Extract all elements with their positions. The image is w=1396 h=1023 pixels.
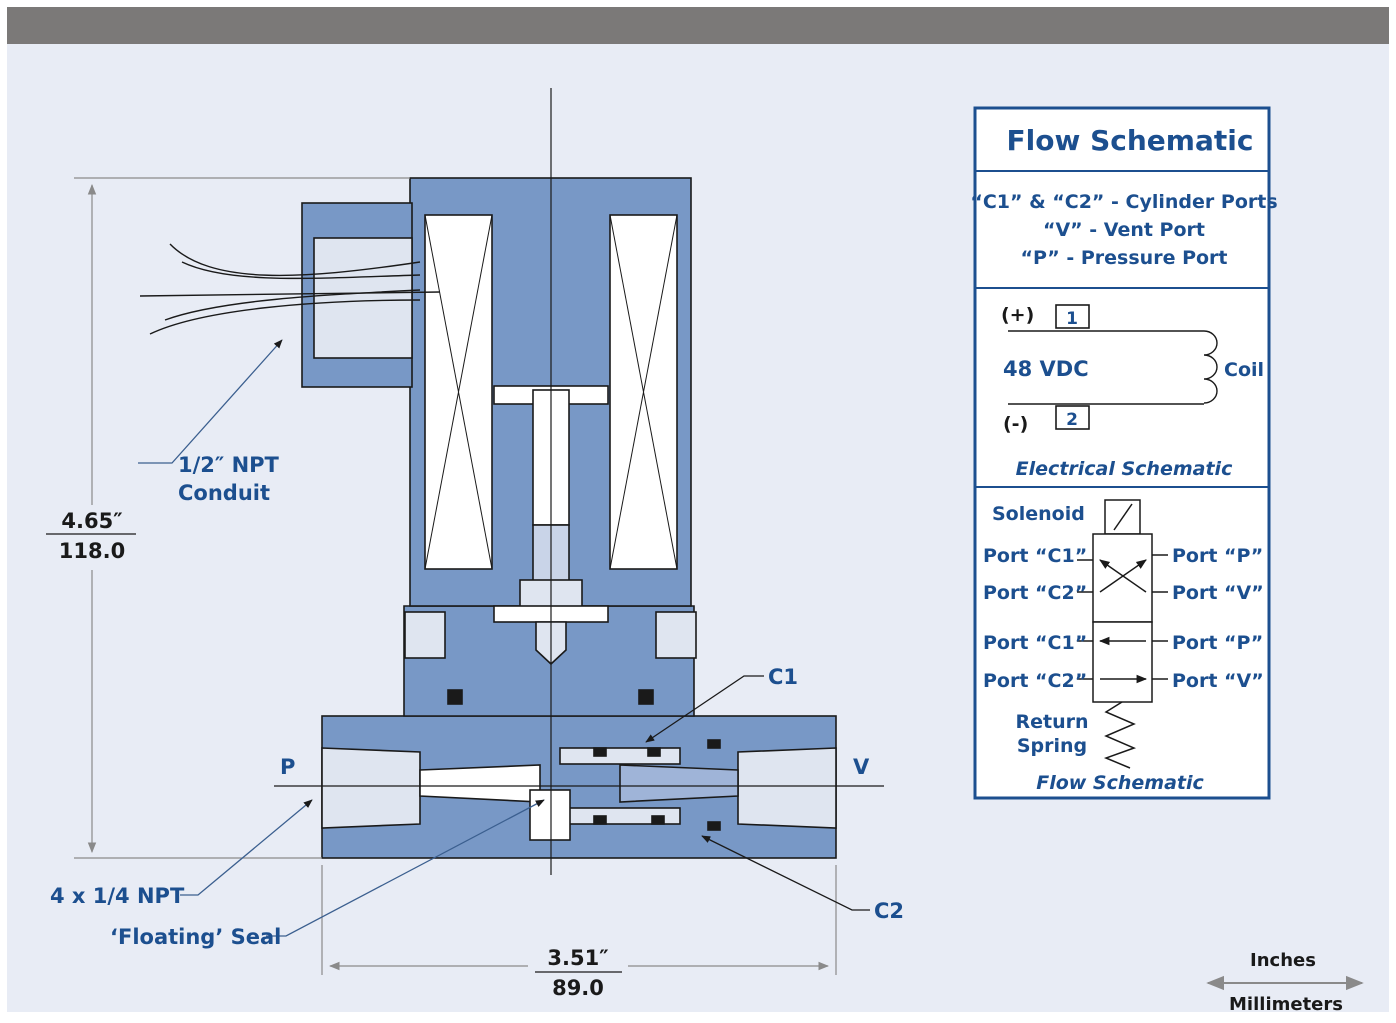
port-p-label: P <box>280 755 295 779</box>
electrical-schematic-caption: Electrical Schematic <box>1016 458 1233 480</box>
solenoid-label: Solenoid <box>992 503 1085 525</box>
energized-position-block <box>1092 533 1153 623</box>
valve-flow-symbol <box>1077 499 1168 769</box>
flow-port-v-energized: Port “V” <box>1172 582 1264 604</box>
legend-cylinder-ports: “C1” & “C2” - Cylinder Ports <box>970 191 1277 213</box>
flow-port-c1-energized: Port “C1” <box>983 545 1087 567</box>
units-inches-label: Inches <box>1250 950 1316 971</box>
height-dimension-mm: 118.0 <box>59 539 125 563</box>
c2-label: C2 <box>874 899 904 923</box>
flow-port-p-energized: Port “P” <box>1172 545 1263 567</box>
lead-wires <box>139 243 441 335</box>
terminal-2: 2 <box>1066 410 1078 430</box>
flow-schematic-box: Flow Schematic “C1” & “C2” - Cylinder Po… <box>970 106 1278 800</box>
units-key: Inches Millimeters <box>1206 950 1364 1015</box>
legend-pressure-port: “P” - Pressure Port <box>1021 247 1228 269</box>
return-spring-label-line2: Spring <box>1017 735 1087 757</box>
port-v-label: V <box>853 755 870 779</box>
legend-vent-port: “V” - Vent Port <box>1043 219 1205 241</box>
electrical-schematic: (+) 1 48 VDC Coil (-) 2 Electrical Schem… <box>1001 304 1264 480</box>
c1-label: C1 <box>768 665 798 689</box>
valve-cross-section <box>301 177 837 859</box>
flow-schematic-caption: Flow Schematic <box>1036 772 1204 794</box>
flow-port-c2-deenergized: Port “C2” <box>983 670 1087 692</box>
plus-terminal-label: (+) <box>1001 304 1034 326</box>
centerlines <box>274 88 884 875</box>
flow-port-c1-deenergized: Port “C1” <box>983 632 1087 654</box>
conduit-label-line2: Conduit <box>178 481 270 505</box>
height-dimension-inches: 4.65″ <box>61 509 122 533</box>
width-dimension-mm: 89.0 <box>552 976 604 1000</box>
voltage-label: 48 VDC <box>1003 357 1089 381</box>
deenergized-position-block <box>1092 621 1153 703</box>
schematic-title: Flow Schematic <box>1007 124 1254 157</box>
return-spring-symbol <box>1103 701 1137 769</box>
dimension-lines <box>46 177 837 975</box>
flow-port-p-deenergized: Port “P” <box>1172 632 1263 654</box>
coil-label: Coil <box>1224 359 1264 381</box>
flow-port-c2-energized: Port “C2” <box>983 582 1087 604</box>
flow-port-v-deenergized: Port “V” <box>1172 670 1264 692</box>
minus-terminal-label: (-) <box>1003 413 1028 435</box>
floating-seal-element <box>529 789 571 841</box>
header-bar <box>7 7 1389 44</box>
npt-ports-label: 4 x 1/4 NPT <box>50 884 185 908</box>
port-v-bore <box>737 747 837 829</box>
return-spring-label-line1: Return <box>1015 711 1088 733</box>
floating-seal-label: ‘Floating’ Seal <box>110 925 281 949</box>
units-millimeters-label: Millimeters <box>1229 994 1343 1015</box>
width-dimension-inches: 3.51″ <box>547 946 608 970</box>
port-p-bore <box>321 747 421 829</box>
callout-leaders <box>138 339 870 937</box>
conduit-label-line1: 1/2″ NPT <box>178 453 280 477</box>
coil-symbol <box>1203 330 1218 404</box>
terminal-1: 1 <box>1066 309 1078 329</box>
